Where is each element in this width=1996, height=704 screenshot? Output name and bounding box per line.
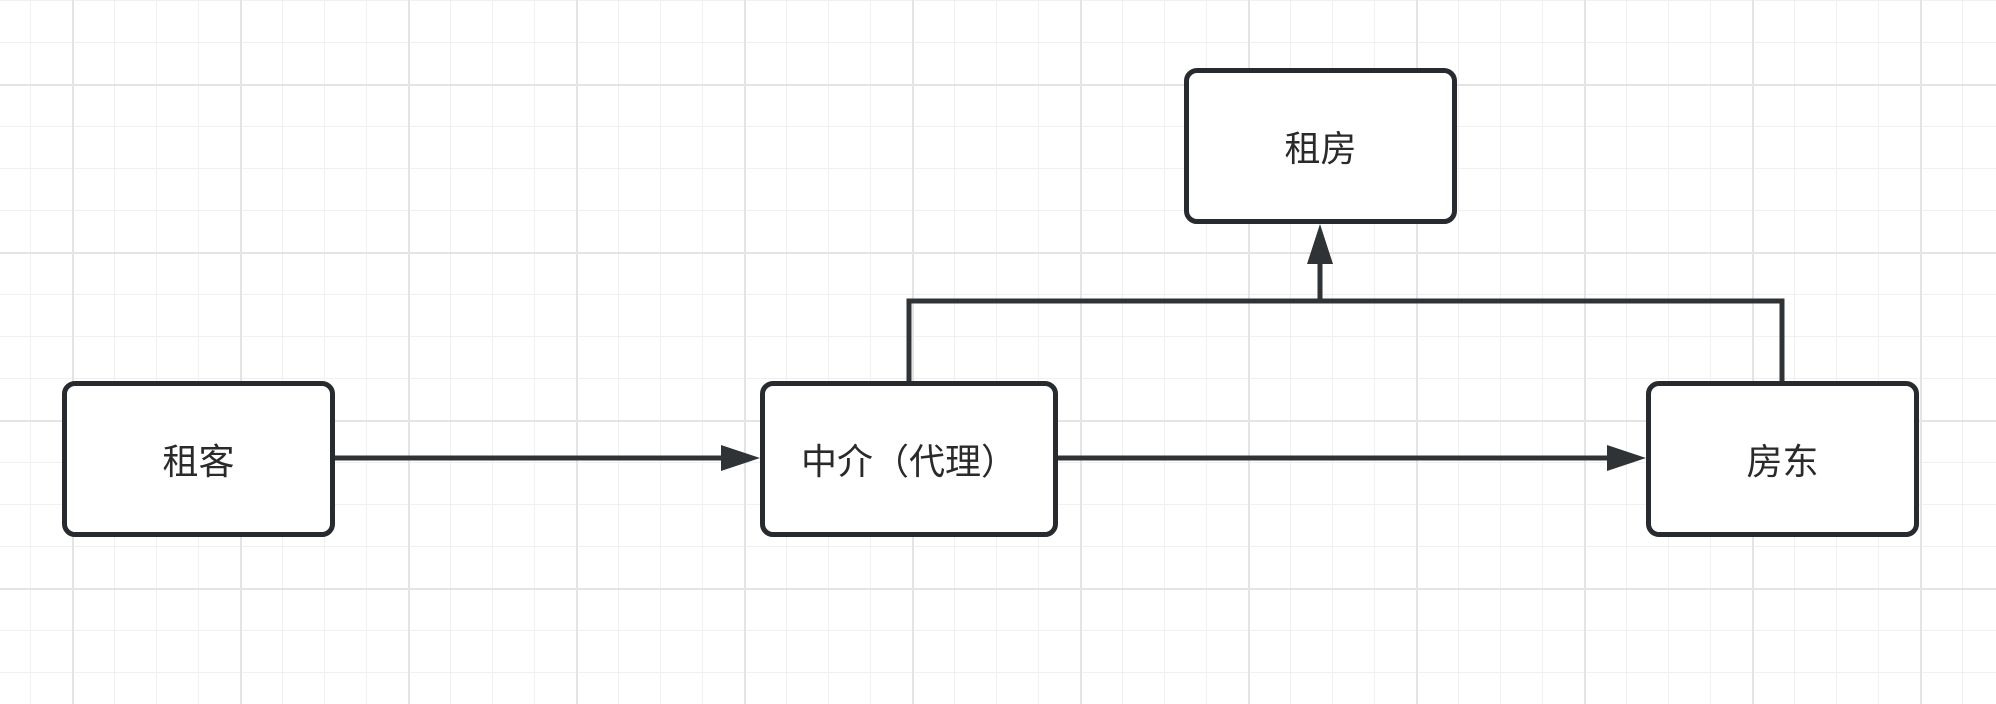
edge-agent-to-landlord	[1058, 445, 1646, 471]
edge-tenant-to-agent	[335, 445, 760, 471]
edge-agent-landlord-to-rent	[906, 224, 1785, 381]
node-tenant-label: 租客	[162, 442, 235, 483]
node-landlord-label: 房东	[1746, 442, 1819, 483]
node-tenant[interactable]: 租客	[62, 381, 335, 537]
node-agent-label: 中介（代理）	[800, 442, 1017, 483]
arrowhead-agent	[721, 445, 760, 471]
node-rent[interactable]: 租房	[1184, 68, 1457, 224]
arrowhead-rent	[1307, 224, 1333, 264]
node-landlord[interactable]: 房东	[1646, 381, 1919, 537]
node-rent-label: 租房	[1284, 129, 1357, 170]
arrowhead-landlord	[1607, 445, 1646, 471]
node-agent[interactable]: 中介（代理）	[760, 381, 1058, 537]
